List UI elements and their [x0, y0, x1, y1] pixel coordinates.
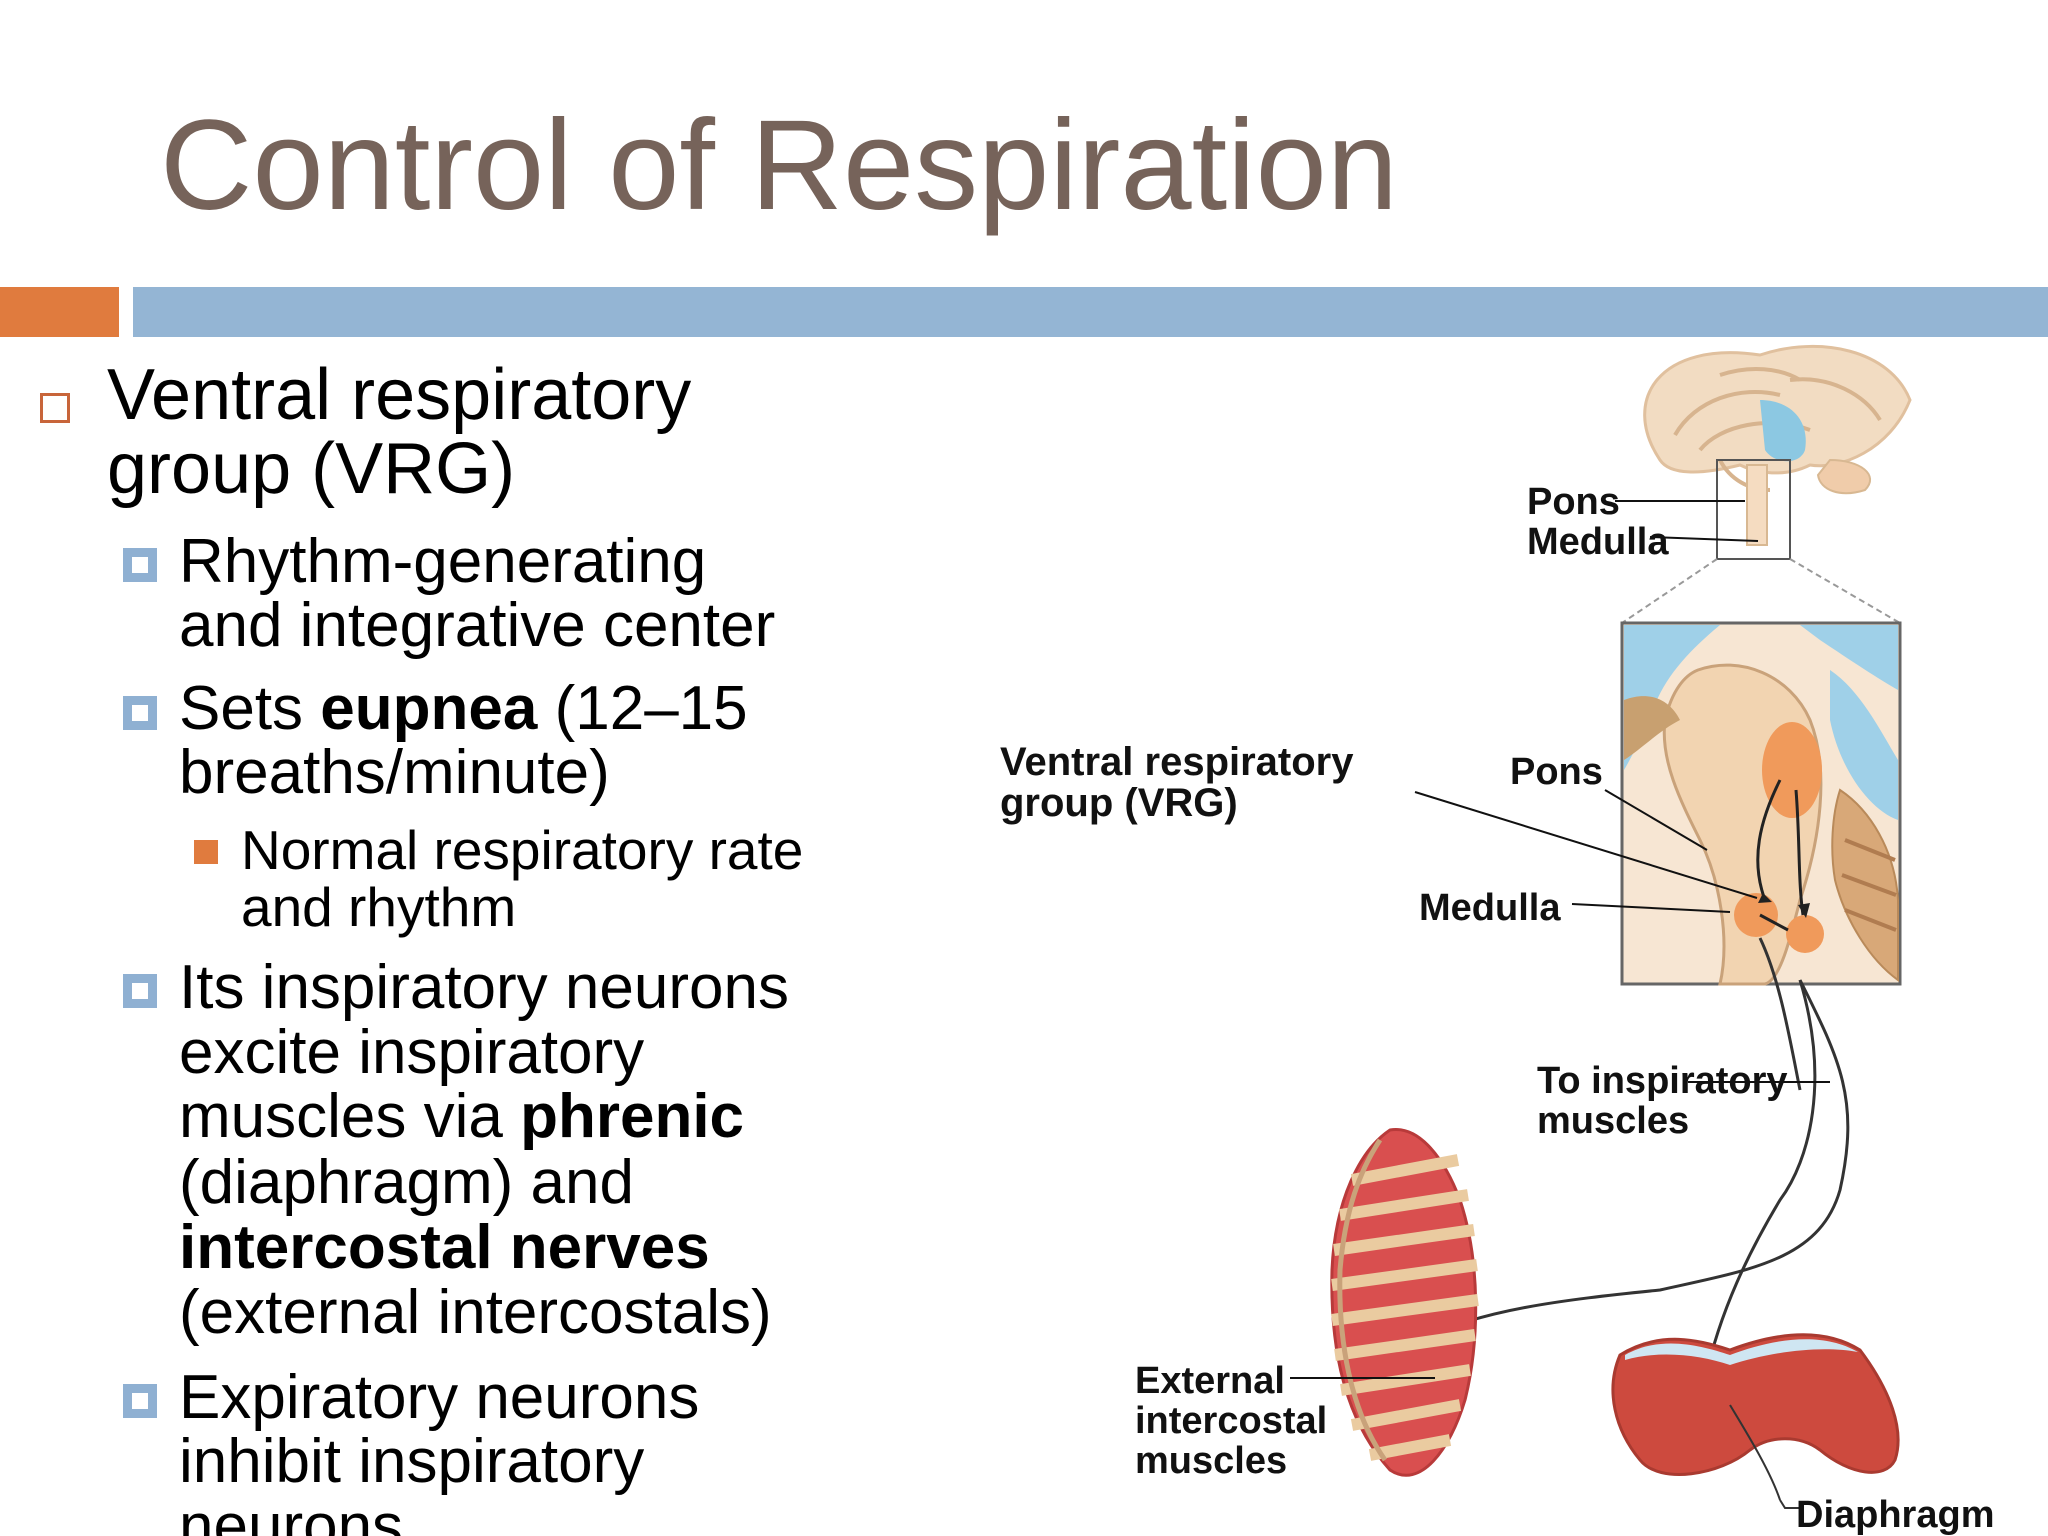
square-bullet-icon: [123, 548, 157, 582]
slide-title: Control of Respiration: [160, 94, 1398, 237]
sub-bullet-line: inhibit inspiratory: [179, 1427, 645, 1496]
square-bullet-icon: [123, 974, 157, 1008]
sub-bullet-line: (external intercostals): [179, 1278, 772, 1347]
brainstem-inset: [1620, 621, 1902, 986]
hollow-square-bullet-icon: [40, 393, 70, 423]
leader-line-pons-mid: [1604, 789, 1708, 851]
sub-bullet-line: excite inspiratory: [179, 1018, 645, 1087]
subsub-bullet-line: and rhythm: [241, 876, 517, 938]
sub-bullet-line: and integrative center: [179, 591, 776, 660]
rib-cage-illustration: [1290, 1128, 1479, 1477]
square-bullet-icon: [123, 696, 157, 730]
brain-illustration: [1621, 344, 1912, 624]
sub-bullet-line: muscles via phrenic: [179, 1082, 745, 1151]
leader-line-medulla-top: [1649, 536, 1759, 542]
subsub-bullet-line: Normal respiratory rate: [241, 819, 804, 881]
sub-bullet-line: breaths/minute): [179, 738, 610, 807]
title-accent-orange: [0, 287, 119, 337]
label-to-inspiratory-muscles: To inspiratory muscles: [1537, 1060, 1788, 1142]
nerve-path: [1758, 937, 1802, 1091]
label-pons-top: Pons: [1527, 481, 1620, 523]
sub-bullet-line: (diaphragm) and: [179, 1148, 634, 1217]
nerve-path: [1419, 979, 1850, 1342]
main-bullet-line: Ventral respiratory: [107, 355, 692, 435]
diaphragm-illustration: [1611, 1333, 1900, 1509]
respiration-diagram: Pons Medulla Ventral respiratory group (…: [960, 340, 2048, 1536]
label-diaphragm: Diaphragm: [1796, 1494, 1995, 1536]
square-bullet-icon: [123, 1384, 157, 1418]
bold-term: eupnea: [320, 674, 538, 743]
main-bullet-line: group (VRG): [107, 429, 516, 509]
sub-bullet-line: Rhythm-generating: [179, 527, 707, 596]
diagram-illustration: [1290, 344, 1912, 1509]
label-vrg: Ventral respiratory group (VRG): [1000, 740, 1354, 825]
bold-term: intercostal nerves: [179, 1213, 710, 1282]
sub-bullet-line: Expiratory neurons: [179, 1363, 700, 1432]
nerve-path: [1703, 979, 1817, 1381]
leader-line-medulla-mid: [1571, 903, 1731, 913]
leader-line-vrg: [1414, 791, 1758, 899]
sub-bullet-line: intercostal nerves: [179, 1215, 710, 1281]
sub-bullet-line: Sets eupnea (12–15: [179, 674, 748, 743]
filled-square-bullet-icon: [194, 840, 218, 864]
label-external-intercostal-muscles: External intercostal muscles: [1135, 1360, 1328, 1482]
bold-term: phrenic: [520, 1082, 745, 1151]
title-accent-blue: [133, 287, 2048, 337]
label-pons-mid: Pons: [1510, 751, 1603, 793]
sub-bullet-line: Its inspiratory neurons: [179, 953, 789, 1022]
label-medulla-mid: Medulla: [1419, 887, 1561, 929]
label-medulla-top: Medulla: [1527, 521, 1669, 563]
sub-bullet-line: neurons: [179, 1492, 404, 1536]
